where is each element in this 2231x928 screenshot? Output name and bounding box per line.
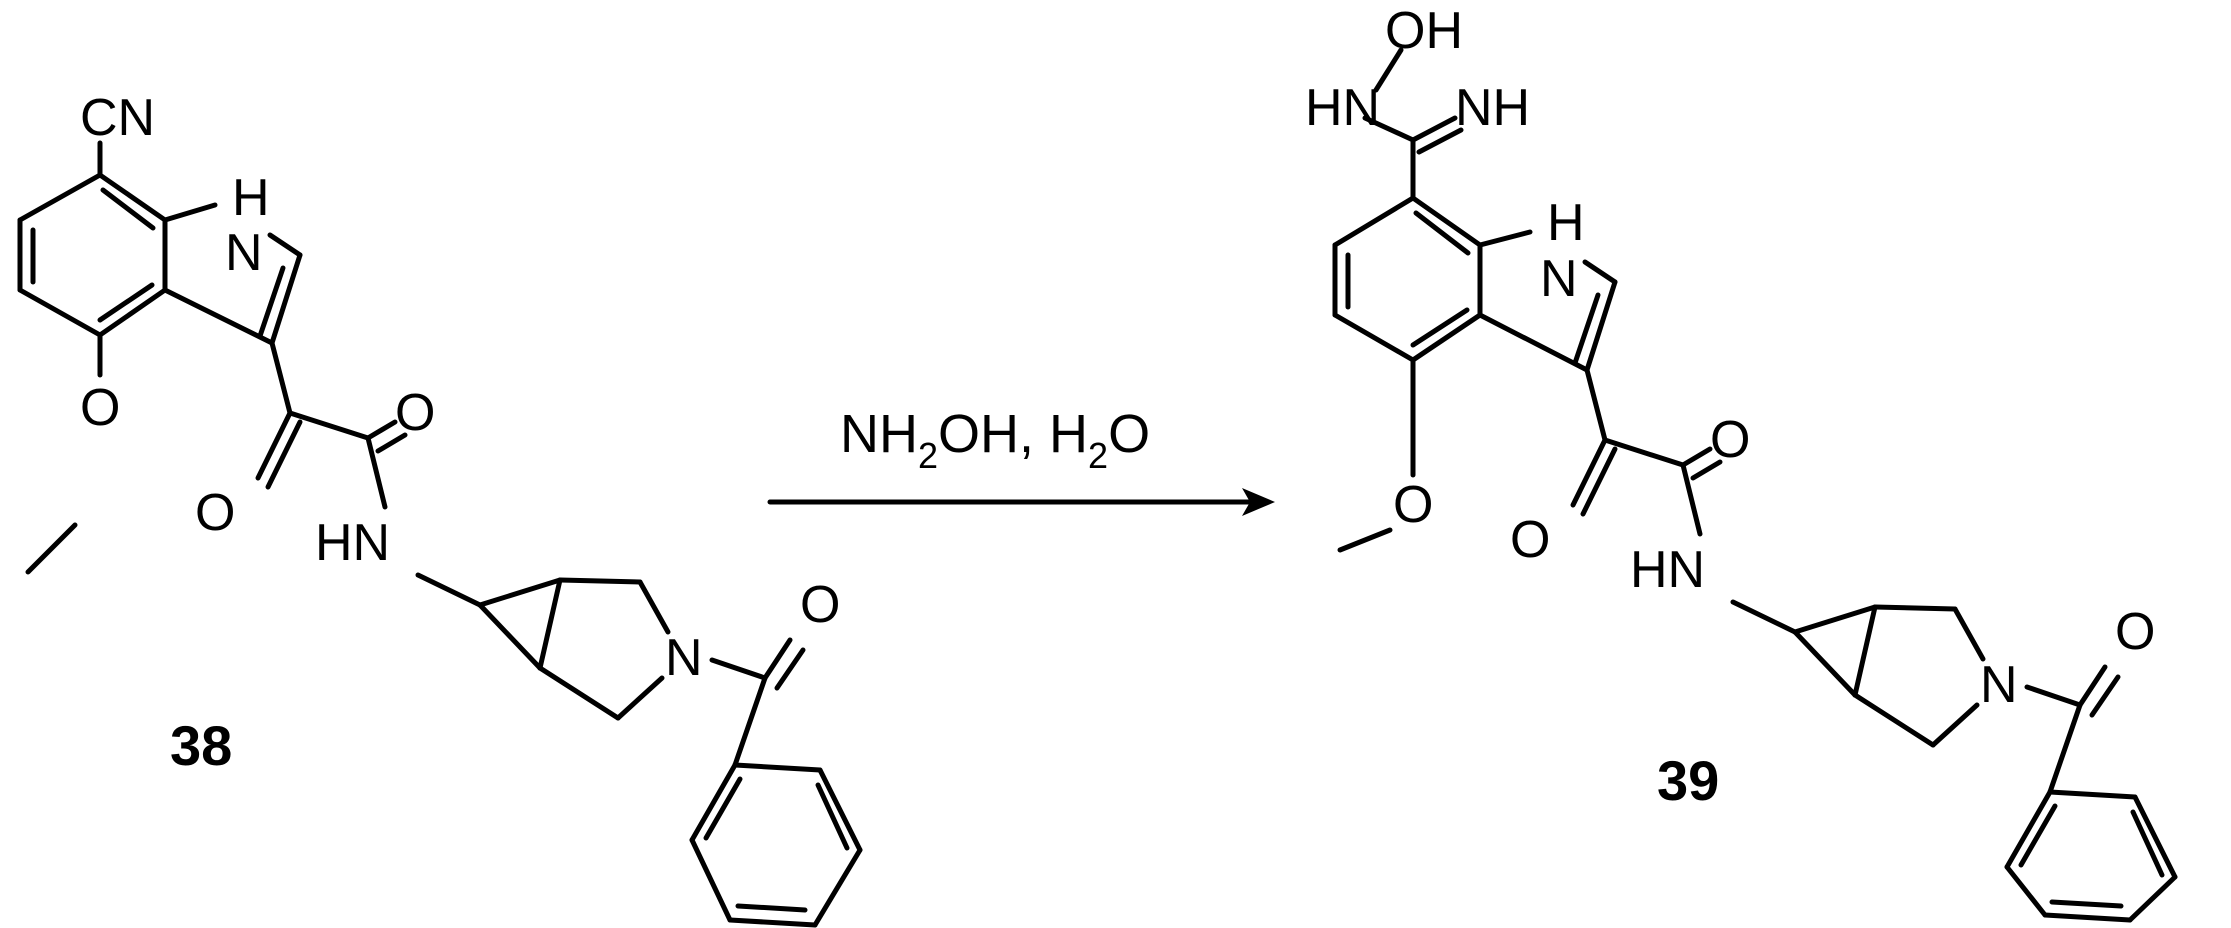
- amide-nh-label: HN: [1630, 541, 1705, 599]
- indole-h-label: H: [1547, 194, 1585, 252]
- amide-nh-label: HN: [315, 514, 390, 572]
- hydroxyl-label: OH: [1385, 2, 1463, 60]
- benzoyl-oxygen-label: O: [800, 576, 840, 634]
- ether-oxygen-label: O: [80, 379, 120, 437]
- amide-oxygen-label: O: [1710, 411, 1750, 469]
- amidoxime-hn-label: HN: [1305, 79, 1380, 137]
- compound-number-39: 39: [1657, 749, 1719, 812]
- product-atom-labels: OH HN NH H N O O O HN N O: [1305, 2, 2155, 714]
- product-39: OH HN NH H N O O O HN N O 39: [1305, 2, 2178, 923]
- amide-oxygen-label: O: [395, 384, 435, 442]
- benzoyl-oxygen-label: O: [2115, 603, 2155, 661]
- reaction-arrow: [767, 488, 1275, 516]
- ether-oxygen-label: O: [1393, 476, 1433, 534]
- indole-n-label: N: [225, 224, 263, 282]
- keto-oxygen-label: O: [1510, 511, 1550, 569]
- reactant-38: CN H N O O O HN N O 38: [17, 89, 863, 928]
- imine-nh-label: NH: [1455, 79, 1530, 137]
- arrow-head-icon: [1242, 488, 1275, 516]
- indole-h-label: H: [232, 169, 270, 227]
- reactant-atom-labels: CN H N O O O HN N O: [80, 89, 840, 687]
- keto-oxygen-label: O: [195, 484, 235, 542]
- pyrrolidine-n-label: N: [1980, 656, 2018, 714]
- indole-n-label: N: [1540, 250, 1578, 308]
- product-bonds: [1332, 47, 2178, 923]
- reaction-conditions: NH2OH, H2O: [840, 404, 1150, 476]
- reactant-bonds: [17, 140, 863, 928]
- cyano-label: CN: [80, 89, 155, 147]
- compound-number-38: 38: [170, 714, 232, 777]
- pyrrolidine-n-label: N: [665, 629, 703, 687]
